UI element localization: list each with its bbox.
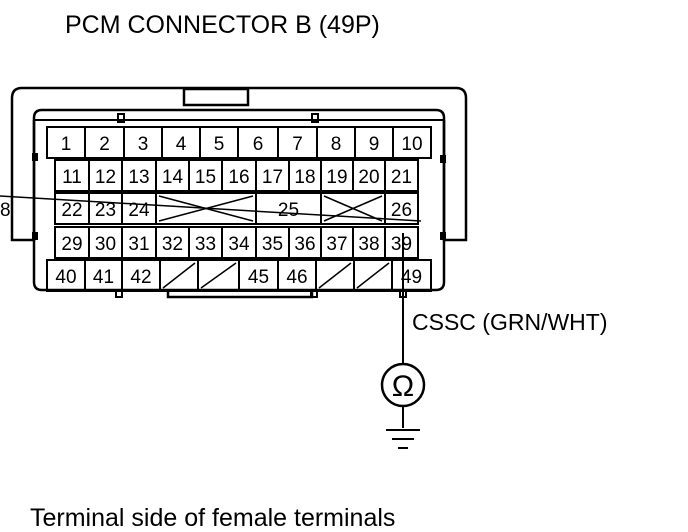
terminal-number: 42: [130, 267, 151, 288]
terminal-number: 37: [326, 234, 347, 255]
terminal-number: 23: [95, 200, 116, 221]
terminal-number: 39: [391, 234, 412, 255]
terminal-number: 34: [228, 234, 250, 255]
terminal-number: 1: [61, 134, 72, 155]
cavity-slash-line: [318, 262, 352, 289]
terminal-number: 6: [253, 134, 264, 155]
terminal-number: 10: [401, 134, 422, 155]
wire-label: CSSC (GRN/WHT): [412, 309, 607, 335]
terminal-number: 11: [62, 167, 82, 188]
cavity-slash-line: [0, 195, 422, 222]
terminal-number: 36: [294, 234, 315, 255]
terminal-number: 4: [176, 134, 187, 155]
terminal-number: 28: [0, 200, 11, 221]
terminal-number: 29: [61, 234, 82, 255]
terminal-cell: [384, 159, 419, 192]
terminal-number: 12: [95, 167, 116, 188]
terminal-number: 17: [262, 167, 283, 188]
ground-symbol-icon: [386, 429, 420, 449]
terminal-number: 26: [391, 200, 412, 221]
latch-mark-left-top: [32, 153, 38, 161]
terminal-number: 33: [195, 234, 216, 255]
terminal-number: 30: [95, 234, 116, 255]
terminal-number: 22: [61, 200, 82, 221]
terminal-number: 5: [214, 134, 225, 155]
terminal-number: 49: [401, 267, 422, 288]
terminal-number: 19: [326, 167, 347, 188]
latch-mark-left-bottom: [32, 232, 38, 240]
cavity-slash-line: [356, 262, 390, 289]
cavity-slash-line: [200, 262, 237, 289]
latch-mark-right-top: [440, 155, 446, 163]
terminal-number: 41: [93, 267, 114, 288]
terminal-cell: [392, 126, 432, 159]
cavity-slash-line: [162, 262, 196, 289]
terminal-number: 18: [294, 167, 315, 188]
ohmmeter-icon: Ω: [380, 362, 426, 408]
terminal-number: 46: [286, 267, 307, 288]
terminal-cell: [391, 259, 432, 292]
latch-mark-right-bottom: [440, 232, 446, 240]
terminal-number: 9: [369, 134, 380, 155]
terminal-number: 21: [391, 167, 412, 188]
terminal-number: 40: [55, 267, 76, 288]
terminal-number: 2: [99, 134, 110, 155]
terminal-number: 8: [331, 134, 342, 155]
terminal-cell: [384, 192, 419, 225]
terminal-number: 15: [195, 167, 216, 188]
caption: Terminal side of female terminals: [30, 504, 395, 532]
ohmmeter-symbol: Ω: [392, 370, 414, 403]
terminal-number: 25: [278, 200, 299, 221]
terminal-number: 13: [128, 167, 149, 188]
terminal-number: 45: [248, 267, 269, 288]
cavity-cross-line: [323, 195, 383, 222]
diagram-title: PCM CONNECTOR B (49P): [65, 11, 380, 39]
terminal-number: 35: [262, 234, 283, 255]
terminal-number: 3: [138, 134, 149, 155]
terminal-number: 16: [228, 167, 249, 188]
terminal-number: 31: [128, 234, 149, 255]
terminal-number: 7: [292, 134, 303, 155]
terminal-cell: [384, 226, 419, 259]
terminal-number: 38: [358, 234, 379, 255]
terminal-number: 20: [358, 167, 379, 188]
terminal-number: 14: [162, 167, 184, 188]
terminal-number: 32: [162, 234, 183, 255]
